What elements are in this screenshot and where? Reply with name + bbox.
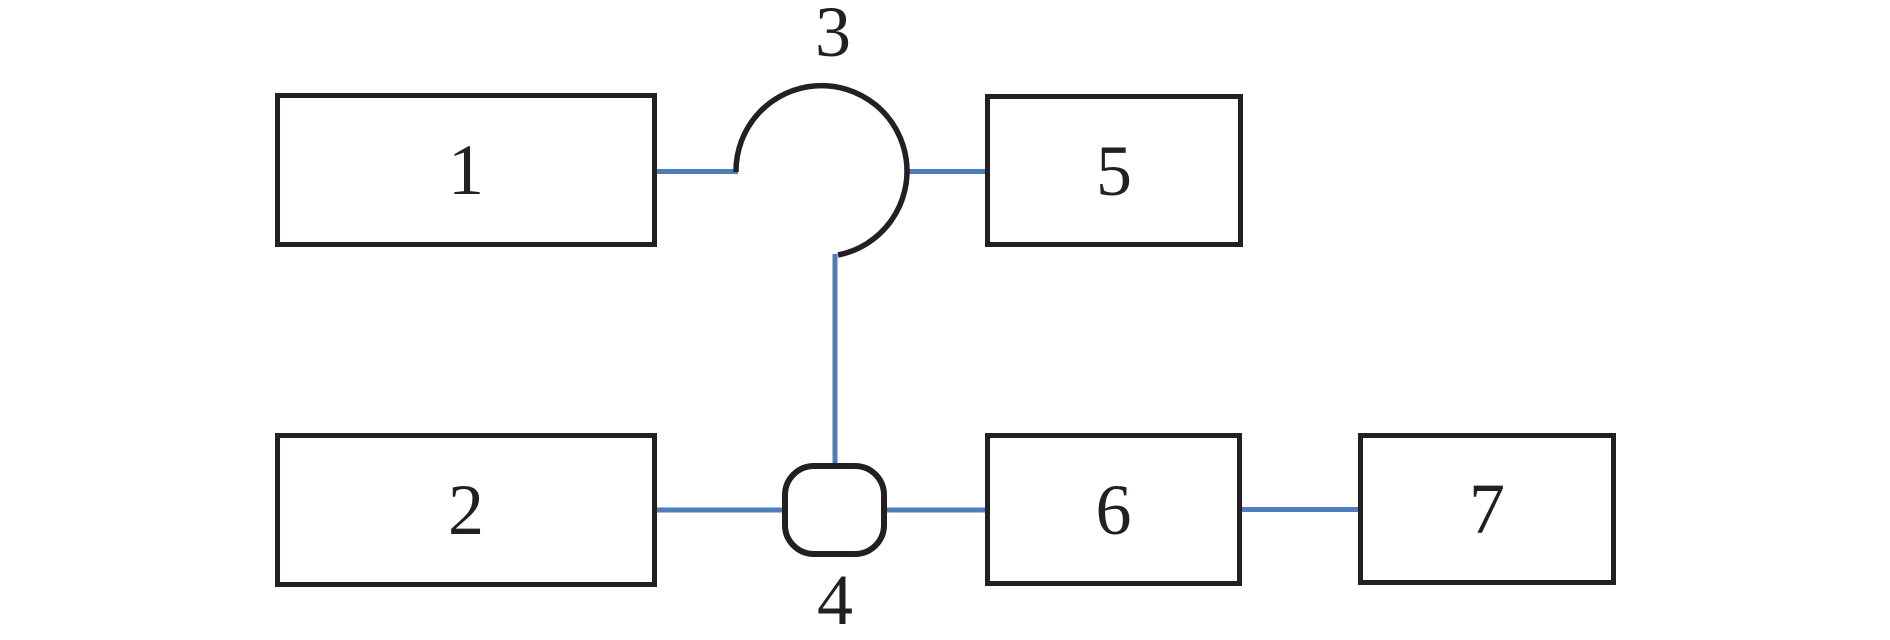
node-box-6: 6 [985, 433, 1242, 586]
node-box-5: 5 [985, 94, 1243, 247]
node-label-7: 7 [1469, 469, 1505, 549]
node-label-2: 2 [448, 470, 484, 550]
node-box-1: 1 [275, 93, 657, 247]
node-label-5: 5 [1096, 130, 1132, 211]
node-box-7: 7 [1358, 433, 1616, 585]
open-circle-shape-3 [733, 82, 910, 258]
node-label-1: 1 [448, 130, 484, 210]
rounded-square-shape-4 [782, 463, 887, 557]
node-label-3: 3 [815, 0, 851, 72]
node-label-6: 6 [1095, 469, 1132, 550]
node-box-2: 2 [275, 433, 657, 587]
node-label-4: 4 [817, 560, 853, 640]
